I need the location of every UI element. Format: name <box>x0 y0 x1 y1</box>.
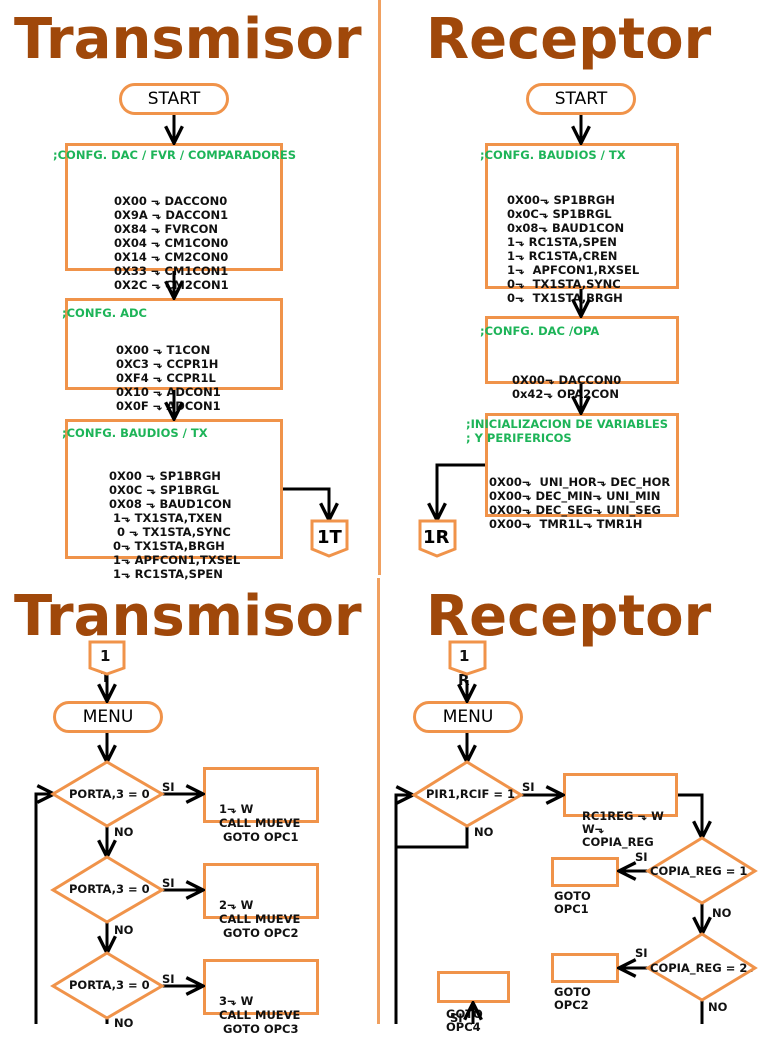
start-terminal-tx: START <box>119 83 229 115</box>
connector-bottom-rx-1: 1 <box>459 647 470 665</box>
rx-si-opc4: SI <box>450 1011 463 1025</box>
rx-si-rcif: SI <box>522 780 535 794</box>
tx-si-1: SI <box>162 780 175 794</box>
tx-no-3: NO <box>114 1016 134 1030</box>
tx-decision-1-text: PORTA,3 = 0 <box>69 787 150 801</box>
tx-block-adc <box>65 298 283 390</box>
rx-si-copia2: SI <box>635 946 648 960</box>
tx-si-3: SI <box>162 972 175 986</box>
tx-action-3 <box>203 959 319 1015</box>
menu-terminal-rx: MENU <box>413 701 523 733</box>
tx-comment-dac-fvr: ;CONFG. DAC / FVR / COMPARADORES <box>53 148 297 162</box>
connector-1t-text: 1T <box>317 527 342 548</box>
rx-goto-opc1 <box>551 857 619 887</box>
arrow-tx-b3-to-1t <box>283 487 329 518</box>
start-terminal-rx: START <box>526 83 636 115</box>
title-transmisor-top: Transmisor <box>14 7 362 72</box>
title-receptor-top: Receptor <box>426 7 712 72</box>
rx-block-dac-opa <box>485 316 679 384</box>
title-receptor-bottom: Receptor <box>426 584 712 649</box>
rx-no-rcif: NO <box>474 825 494 839</box>
tx-action-1 <box>203 767 319 823</box>
tx-comment-adc: ;CONFG. ADC <box>62 306 147 320</box>
rx-si-copia1: SI <box>635 850 648 864</box>
rx-comment-baud: ;CONFG. BAUDIOS / TX <box>480 148 626 162</box>
tx-no-1: NO <box>114 825 134 839</box>
rx-goto-opc2 <box>551 953 619 983</box>
divider-top <box>378 0 381 575</box>
tx-decision-2-text: PORTA,3 = 0 <box>69 882 150 896</box>
rx-comment-dac-opa: ;CONFG. DAC /OPA <box>480 324 600 338</box>
menu-terminal-tx: MENU <box>53 701 163 733</box>
rx-copy-block <box>563 773 678 817</box>
loop-tx <box>34 794 52 1024</box>
rx-no-copia2: NO <box>708 1000 728 1014</box>
connector-1r-text: 1R <box>423 527 450 548</box>
rx-block-init <box>485 413 679 517</box>
rx-decision-copia1-text: COPIA_REG = 1 <box>650 864 748 878</box>
arrow-copy-to-copia1 <box>678 793 702 836</box>
tx-decision-3-text: PORTA,3 = 0 <box>69 978 150 992</box>
tx-no-2: NO <box>114 923 134 937</box>
divider-bottom <box>377 578 380 1024</box>
rx-no-copia1: NO <box>712 906 732 920</box>
rx-decision-rcif-text: PIR1,RCIF = 1 <box>426 787 516 801</box>
connector-1t-bottom-text: T <box>101 671 110 686</box>
line-rcif-no <box>396 826 469 849</box>
rx-decision-copia2-text: COPIA_REG = 2 <box>650 961 748 975</box>
connector-bottom-tx-1: 1 <box>100 647 111 665</box>
rx-comment-init-2: ; Y PERIFERICOS <box>466 431 572 445</box>
loop-rx <box>394 795 411 1024</box>
tx-si-2: SI <box>162 876 175 890</box>
arrow-rx-b3-to-1r <box>437 463 485 518</box>
rx-block-baud <box>485 143 679 289</box>
title-transmisor-bottom: Transmisor <box>14 584 362 649</box>
tx-comment-baud: ;CONFG. BAUDIOS / TX <box>62 426 208 440</box>
connector-1r-bottom-text: R <box>458 671 470 689</box>
rx-comment-init-1: ;INICIALIZACION DE VARIABLES <box>466 417 669 431</box>
